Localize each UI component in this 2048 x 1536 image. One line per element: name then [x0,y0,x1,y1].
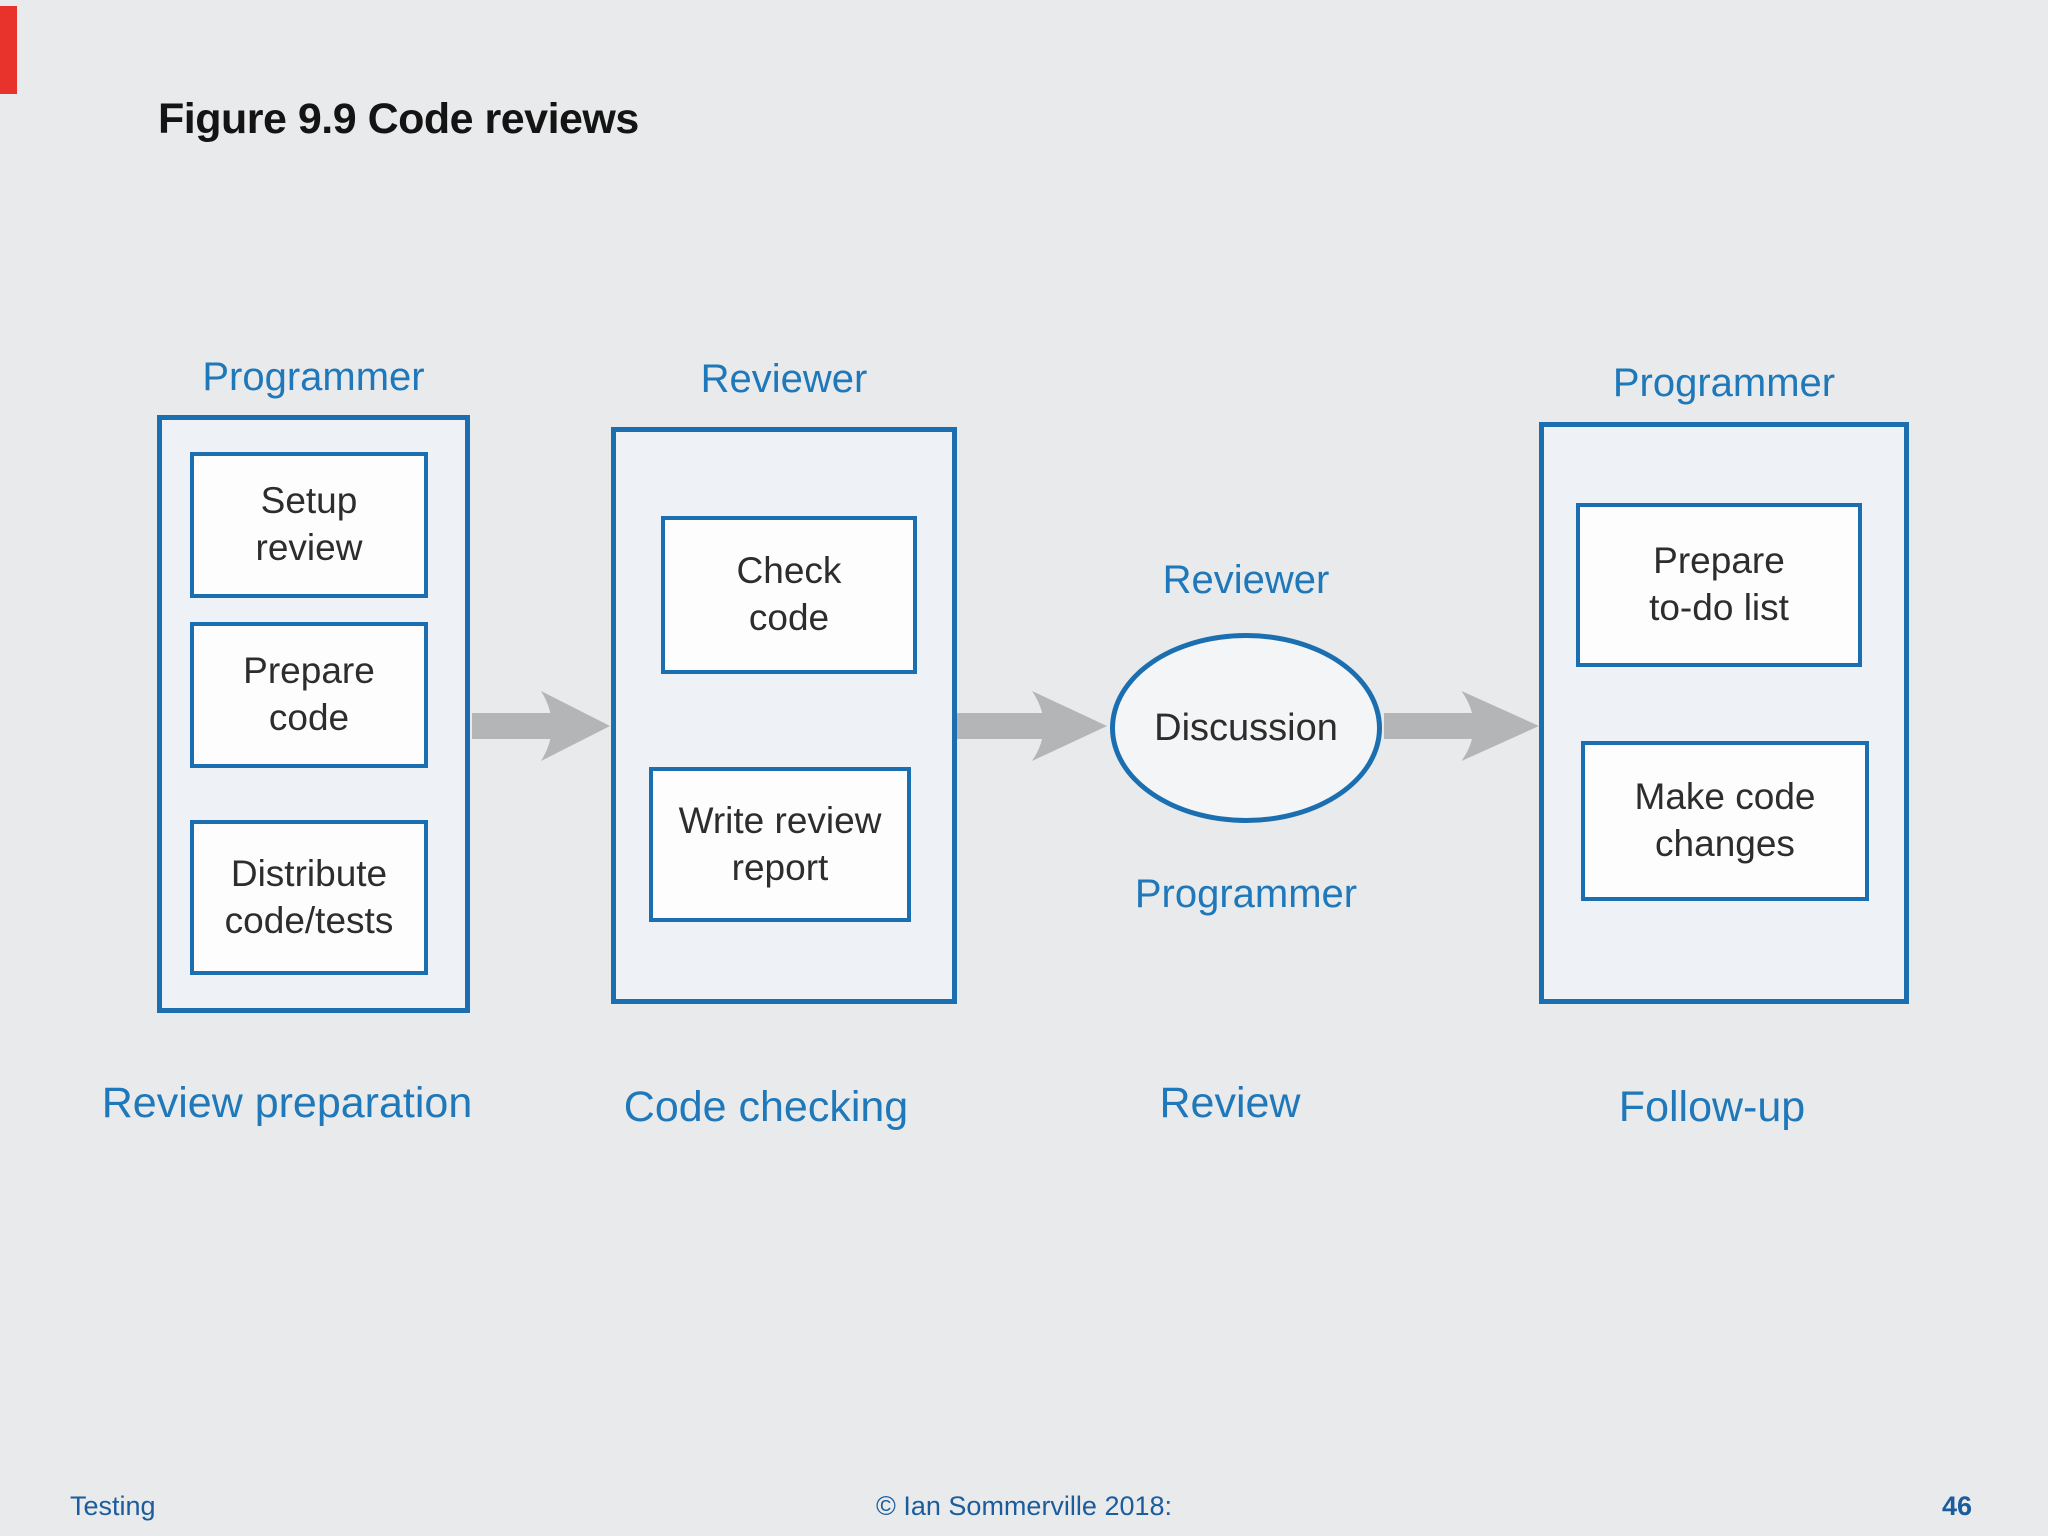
step-setup-review: Setup review [190,452,428,598]
step-distribute-code-tests: Distribute code/tests [190,820,428,975]
role-label-programmer-3: Programmer [1612,361,1836,405]
role-label-reviewer-2: Reviewer [1162,558,1330,602]
phase-label-code-checking: Code checking [623,1083,909,1131]
phase-label-follow-up: Follow-up [1618,1083,1806,1131]
phase-label-review-preparation: Review preparation [101,1079,473,1127]
flow-arrow-3 [1384,691,1539,761]
step-write-review-report: Write review report [649,767,911,922]
role-label-reviewer-1: Reviewer [700,357,868,401]
footer-page-number: 46 [1941,1491,1972,1521]
step-make-code-changes: Make code changes [1581,741,1869,901]
flow-arrow-1 [472,691,610,761]
phase-label-review: Review [1159,1079,1301,1127]
step-check-code: Check code [661,516,917,674]
footer-copyright: © Ian Sommerville 2018: [875,1491,1173,1521]
discussion-node: Discussion [1110,633,1382,823]
step-prepare-todo-list: Prepare to-do list [1576,503,1862,667]
role-label-programmer-1: Programmer [202,355,425,399]
role-label-programmer-2: Programmer [1134,872,1358,916]
footer-section: Testing [70,1491,156,1521]
red-accent-bar [0,6,17,94]
flow-arrow-2 [957,691,1107,761]
figure-title: Figure 9.9 Code reviews [158,95,639,143]
step-prepare-code: Prepare code [190,622,428,768]
